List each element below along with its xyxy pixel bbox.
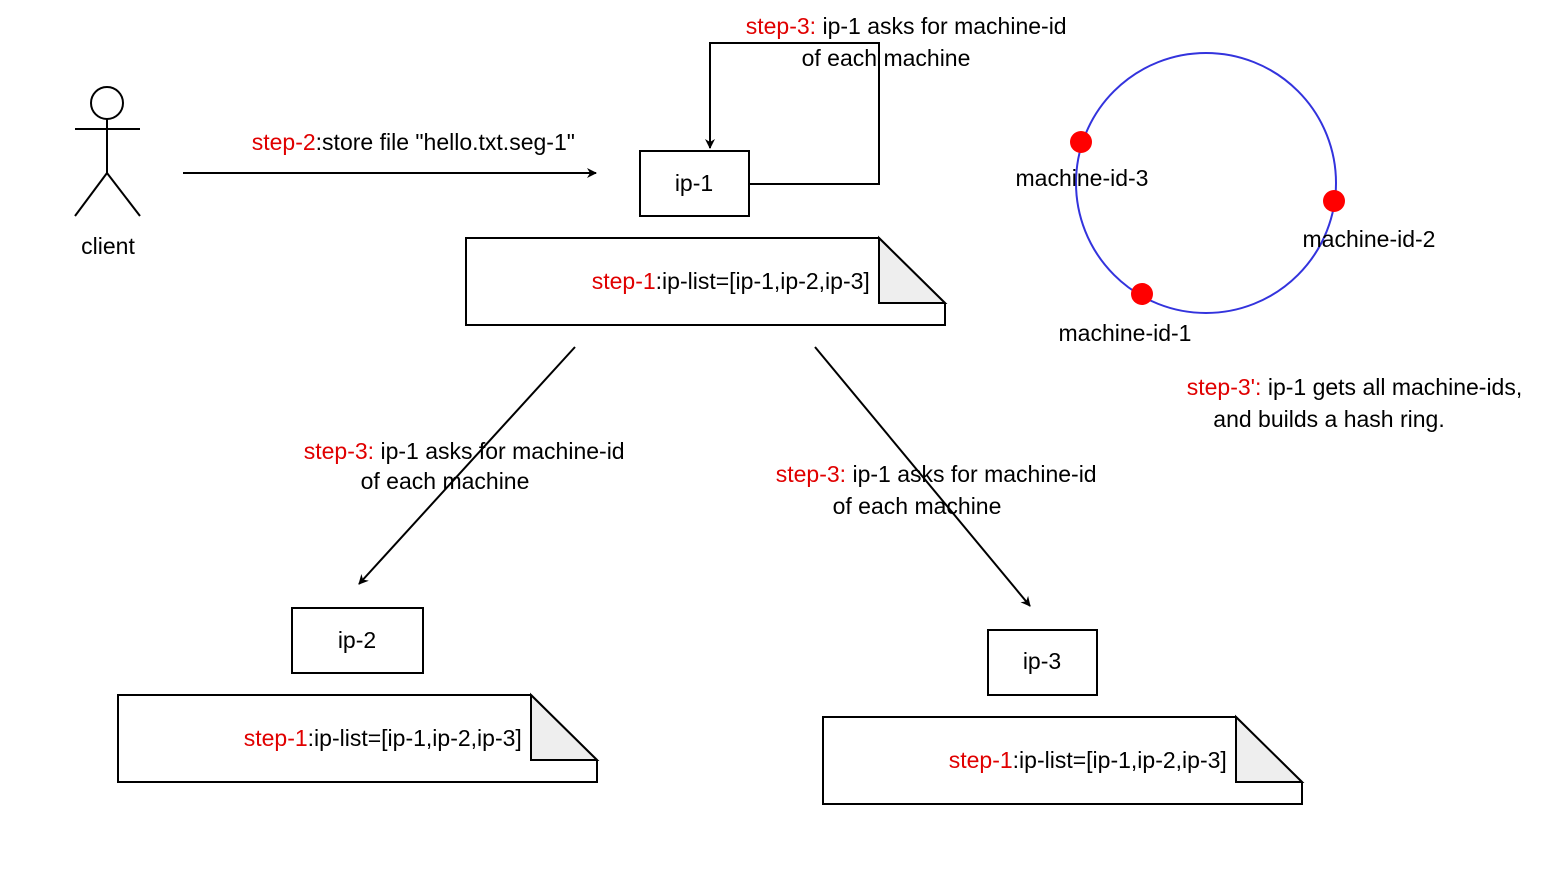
edge-to-ip-3-arrow [814,346,1031,607]
client-actor: client [74,86,141,259]
edge-to-ip-3: step-3: ip-1 asks for machine-id of each… [731,346,1129,607]
ring-caption-step: step-3': [1187,374,1262,400]
edge-to-ip-2-step: step-3: [304,438,374,464]
edge-to-ip-2-label-line2: of each machine [361,468,530,494]
ring-dot-machine-1 [1131,283,1153,305]
node-ip-2-label: ip-2 [338,627,376,653]
self-loop-step: step-3: [746,13,816,39]
note-ip-3-step: step-1 [949,747,1013,773]
ring-dot-machine-3 [1070,131,1092,153]
edge-to-ip-3-text1: ip-1 asks for machine-id [846,461,1097,487]
note-ip-3-list: :ip-list=[ip-1,ip-2,ip-3] [1013,747,1227,773]
ring-label-machine-1: machine-id-1 [1059,320,1192,346]
node-ip-1-box [639,150,750,217]
note-ip-1-list: :ip-list=[ip-1,ip-2,ip-3] [656,268,870,294]
edge-to-ip-2-label-line1: step-3: ip-1 asks for machine-id [259,438,657,464]
note-ip-2: step-1:ip-list=[ip-1,ip-2,ip-3] [117,692,600,783]
edge-to-ip-2-arrow [358,346,576,585]
edge-to-ip-3-label-line2: of each machine [833,493,1002,519]
note-ip-1-shape [465,237,946,326]
ring-caption-text1: ip-1 gets all machine-ids, [1261,374,1522,400]
client-label: client [81,233,135,259]
hash-ring: machine-id-3 machine-id-2 machine-id-1 s… [1016,52,1549,432]
node-ip-3-box [987,629,1098,696]
ring-label-machine-2: machine-id-2 [1303,226,1436,252]
note-ip-2-step: step-1 [244,725,308,751]
self-loop-label-line2: of each machine [802,45,971,71]
edge-to-ip-2-text1: ip-1 asks for machine-id [374,438,625,464]
note-ip-3: step-1:ip-list=[ip-1,ip-2,ip-3] [822,714,1305,805]
edge-to-ip-3-step: step-3: [776,461,846,487]
ring-label-machine-3: machine-id-3 [1016,165,1149,191]
client-right-leg [106,172,141,217]
client-head-icon [90,86,124,120]
note-ip-1-text: step-1:ip-list=[ip-1,ip-2,ip-3] [547,268,902,294]
node-ip-2: ip-2 [291,607,424,674]
store-file-step: step-2 [252,129,316,155]
note-ip-2-text: step-1:ip-list=[ip-1,ip-2,ip-3] [199,725,554,751]
note-ip-2-shape [117,694,598,783]
note-ip-1-fold [878,235,948,304]
ring-dot-machine-2 [1323,190,1345,212]
self-loop-text1: ip-1 asks for machine-id [816,13,1067,39]
node-ip-1-label: ip-1 [675,170,713,196]
ring-caption-line1: step-3': ip-1 gets all machine-ids, [1142,374,1549,400]
self-loop-arrow [705,42,880,185]
node-ip-3: ip-3 [987,629,1098,696]
node-ip-2-box [291,607,424,674]
node-ip-3-label: ip-3 [1023,648,1061,674]
note-ip-1: step-1:ip-list=[ip-1,ip-2,ip-3] [465,235,948,326]
store-file-text: :store file "hello.txt.seg-1" [316,129,575,155]
note-ip-2-list: :ip-list=[ip-1,ip-2,ip-3] [308,725,522,751]
ring-caption-line2: and builds a hash ring. [1213,406,1444,432]
note-ip-3-fold [1235,714,1305,783]
note-ip-3-text: step-1:ip-list=[ip-1,ip-2,ip-3] [904,747,1259,773]
node-ip-1: ip-1 [639,150,750,217]
client-left-leg [74,172,108,217]
note-ip-1-step: step-1 [592,268,656,294]
note-ip-2-fold [530,692,600,761]
self-loop-label-line1: step-3: ip-1 asks for machine-id [701,13,1099,39]
edge-to-ip-2: step-3: ip-1 asks for machine-id of each… [259,346,657,585]
hash-ring-circle [1075,52,1337,314]
store-file-label: step-2:store file "hello.txt.seg-1" [207,129,607,155]
self-loop-edge: step-3: ip-1 asks for machine-id of each… [701,13,1099,185]
note-ip-3-shape [822,716,1303,805]
edge-to-ip-3-label-line1: step-3: ip-1 asks for machine-id [731,461,1129,487]
store-file-edge: step-2:store file "hello.txt.seg-1" [183,129,607,178]
